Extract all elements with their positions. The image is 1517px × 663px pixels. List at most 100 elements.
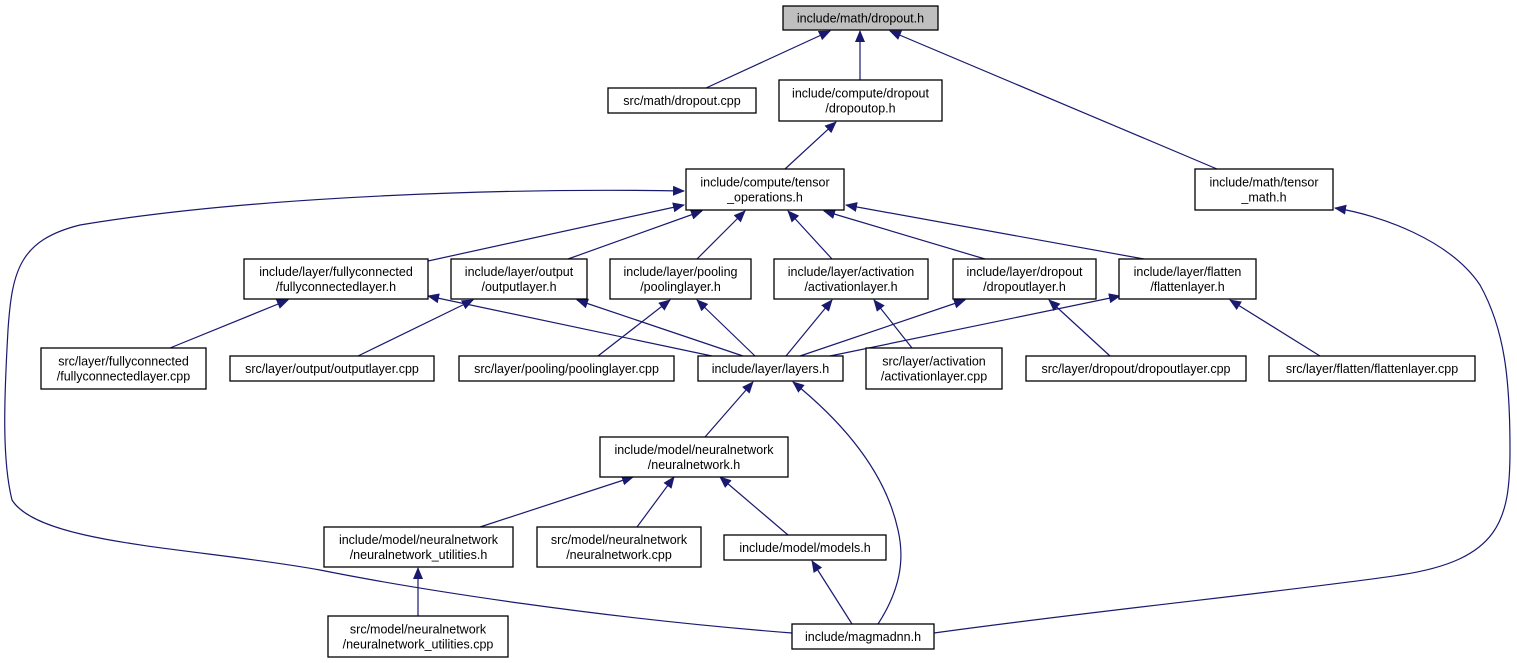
edge-layer_dropoutlayer_h-to-compute_tensor_operations_h bbox=[823, 209, 986, 260]
node-box bbox=[607, 87, 757, 114]
node-label-line: src/layer/fullyconnected bbox=[58, 355, 189, 369]
edge-magmadnn_h-to-model_models_h bbox=[811, 560, 853, 625]
node-label-line: include/model/neuralnetwork bbox=[614, 443, 774, 457]
node-box bbox=[791, 623, 935, 650]
edge-layer_layers_h-to-layer_fullyconnectedlayer_h bbox=[427, 293, 713, 357]
node-label-line: /neuralnetwork.h bbox=[648, 458, 740, 472]
edge-src_fullyconnectedlayer_cpp-to-layer_fullyconnectedlayer_h bbox=[169, 299, 289, 349]
node-label-line: include/math/tensor bbox=[1209, 176, 1318, 190]
node-label-line: include/layer/flatten bbox=[1134, 265, 1242, 279]
edge-src_flattenlayer_cpp-to-layer_flattenlayer_h bbox=[1229, 299, 1321, 357]
edge-layer_outputlayer_h-to-compute_tensor_operations_h bbox=[567, 210, 703, 260]
edge-layer_layers_h-to-layer_outputlayer_h bbox=[576, 298, 744, 357]
node-label-line: /dropoutlayer.h bbox=[983, 280, 1066, 294]
node-label-line: include/math/dropout.h bbox=[797, 12, 924, 26]
node-label-line: include/compute/tensor bbox=[700, 176, 829, 190]
node-label-line: include/layer/fullyconnected bbox=[259, 265, 413, 279]
edge-magmadnn_h-to-math_tensor_math_h bbox=[933, 204, 1511, 634]
edge-src_dropoutlayer_cpp-to-layer_dropoutlayer_h bbox=[1048, 299, 1111, 357]
edge-layer_activationlayer_h-to-compute_tensor_operations_h bbox=[787, 210, 833, 260]
node-src-poolinglayer-cpp[interactable]: src/layer/pooling/poolinglayer.cpp bbox=[458, 355, 675, 382]
node-src-fullyconnectedlayer-cpp[interactable]: src/layer/fullyconnected/fullyconnectedl… bbox=[40, 347, 207, 390]
node-src-math-dropout-cpp[interactable]: src/math/dropout.cpp bbox=[607, 87, 757, 114]
node-layer-layers-h[interactable]: include/layer/layers.h bbox=[697, 355, 844, 382]
node-label-line: src/model/neuralnetwork bbox=[551, 533, 688, 547]
node-box bbox=[685, 168, 845, 211]
node-label-line: src/layer/dropout/dropoutlayer.cpp bbox=[1042, 362, 1231, 376]
node-label-line: /fullyconnectedlayer.h bbox=[276, 280, 396, 294]
node-model-neuralnetwork-utilities-h[interactable]: include/model/neuralnetwork/neuralnetwor… bbox=[323, 526, 514, 568]
node-layer-flattenlayer-h[interactable]: include/layer/flatten/flattenlayer.h bbox=[1118, 258, 1257, 300]
edge-layer_layers_h-to-layer_poolinglayer_h bbox=[696, 299, 756, 357]
node-box bbox=[458, 355, 675, 382]
node-box bbox=[1194, 168, 1334, 211]
node-label-line: /activationlayer.h bbox=[804, 280, 897, 294]
node-box bbox=[697, 355, 844, 382]
node-layer-fullyconnectedlayer-h[interactable]: include/layer/fullyconnected/fullyconnec… bbox=[243, 258, 429, 300]
node-label-line: src/layer/pooling/poolinglayer.cpp bbox=[474, 362, 659, 376]
node-box bbox=[609, 258, 752, 300]
edge-layer_poolinglayer_h-to-compute_tensor_operations_h bbox=[696, 210, 746, 260]
node-label-line: /neuralnetwork_utilities.cpp bbox=[343, 638, 494, 652]
edge-layer_layers_h-to-layer_dropoutlayer_h bbox=[799, 298, 966, 357]
node-box bbox=[723, 534, 887, 561]
node-math-dropout-h[interactable]: include/math/dropout.h bbox=[782, 5, 939, 31]
node-label-line: include/layer/activation bbox=[788, 265, 915, 279]
node-label-line: include/layer/dropout bbox=[966, 265, 1083, 279]
node-model-neuralnetwork-h[interactable]: include/model/neuralnetwork/neuralnetwor… bbox=[599, 436, 789, 478]
edge-magmadnn_h-to-compute_tensor_operations_h bbox=[4, 185, 793, 634]
node-label-line: src/math/dropout.cpp bbox=[623, 94, 740, 108]
node-box bbox=[599, 436, 789, 478]
node-model-models-h[interactable]: include/model/models.h bbox=[723, 534, 887, 561]
edge-model_neuralnetwork_h-to-layer_layers_h bbox=[704, 381, 754, 438]
edge-model_neuralnetwork_utilities_h-to-model_neuralnetwork_h bbox=[479, 475, 634, 528]
node-label-line: /activationlayer.cpp bbox=[881, 370, 987, 384]
node-label-line: include/model/neuralnetwork bbox=[339, 533, 499, 547]
node-magmadnn-h[interactable]: include/magmadnn.h bbox=[791, 623, 935, 650]
node-box bbox=[778, 79, 943, 122]
edge-compute_tensor_operations_h-to-compute_dropoutop_h bbox=[784, 121, 837, 170]
node-label-line: src/layer/flatten/flattenlayer.cpp bbox=[1286, 362, 1458, 376]
node-label-line: include/layer/output bbox=[465, 265, 574, 279]
node-box bbox=[1268, 355, 1476, 382]
edge-src_poolinglayer_cpp-to-layer_poolinglayer_h bbox=[597, 299, 671, 357]
node-label-line: /neuralnetwork.cpp bbox=[566, 548, 672, 562]
node-box bbox=[773, 258, 929, 300]
node-src-flattenlayer-cpp[interactable]: src/layer/flatten/flattenlayer.cpp bbox=[1268, 355, 1476, 382]
node-box bbox=[450, 258, 588, 300]
node-box bbox=[229, 355, 435, 382]
node-label-line: /neuralnetwork_utilities.h bbox=[350, 548, 488, 562]
edge-src_neuralnetwork_cpp-to-model_neuralnetwork_h bbox=[636, 476, 675, 528]
node-layer-activationlayer-h[interactable]: include/layer/activation/activationlayer… bbox=[773, 258, 929, 300]
node-box bbox=[782, 5, 939, 31]
edge-src_math_dropout_cpp-to-math_dropout_h bbox=[705, 30, 831, 89]
node-layer-poolinglayer-h[interactable]: include/layer/pooling/poolinglayer.h bbox=[609, 258, 752, 300]
node-label-line: _math.h bbox=[1240, 191, 1286, 205]
node-layer-outputlayer-h[interactable]: include/layer/output/outputlayer.h bbox=[450, 258, 588, 300]
node-label-line: include/layer/pooling bbox=[624, 265, 738, 279]
node-src-dropoutlayer-cpp[interactable]: src/layer/dropout/dropoutlayer.cpp bbox=[1025, 355, 1247, 382]
node-layer-dropoutlayer-h[interactable]: include/layer/dropout/dropoutlayer.h bbox=[952, 258, 1097, 300]
node-compute-tensor-operations-h[interactable]: include/compute/tensor_operations.h bbox=[685, 168, 845, 211]
node-src-neuralnetwork-utilities-cpp[interactable]: src/model/neuralnetwork/neuralnetwork_ut… bbox=[327, 615, 509, 658]
node-box bbox=[327, 615, 509, 658]
node-label-line: /poolinglayer.h bbox=[640, 280, 721, 294]
node-label-line: /flattenlayer.h bbox=[1150, 280, 1224, 294]
node-src-neuralnetwork-cpp[interactable]: src/model/neuralnetwork/neuralnetwork.cp… bbox=[536, 526, 702, 568]
node-box bbox=[1118, 258, 1257, 300]
edge-layer_layers_h-to-layer_activationlayer_h bbox=[785, 299, 833, 357]
node-label-line: _operations.h bbox=[726, 191, 803, 205]
node-src-activationlayer-cpp[interactable]: src/layer/activation/activationlayer.cpp bbox=[865, 347, 1003, 390]
node-box bbox=[536, 526, 702, 568]
node-box bbox=[1025, 355, 1247, 382]
node-label-line: include/model/models.h bbox=[739, 541, 870, 555]
node-label-line: src/model/neuralnetwork bbox=[350, 623, 487, 637]
node-src-outputlayer-cpp[interactable]: src/layer/output/outputlayer.cpp bbox=[229, 355, 435, 382]
edge-magmadnn_h-to-layer_layers_h bbox=[792, 381, 902, 625]
node-compute-dropoutop-h[interactable]: include/compute/dropout/dropoutop.h bbox=[778, 79, 943, 122]
node-math-tensor-math-h[interactable]: include/math/tensor_math.h bbox=[1194, 168, 1334, 211]
node-label-line: include/compute/dropout bbox=[792, 87, 929, 101]
edge-layer_layers_h-to-layer_flattenlayer_h bbox=[829, 293, 1121, 357]
node-box bbox=[323, 526, 514, 568]
